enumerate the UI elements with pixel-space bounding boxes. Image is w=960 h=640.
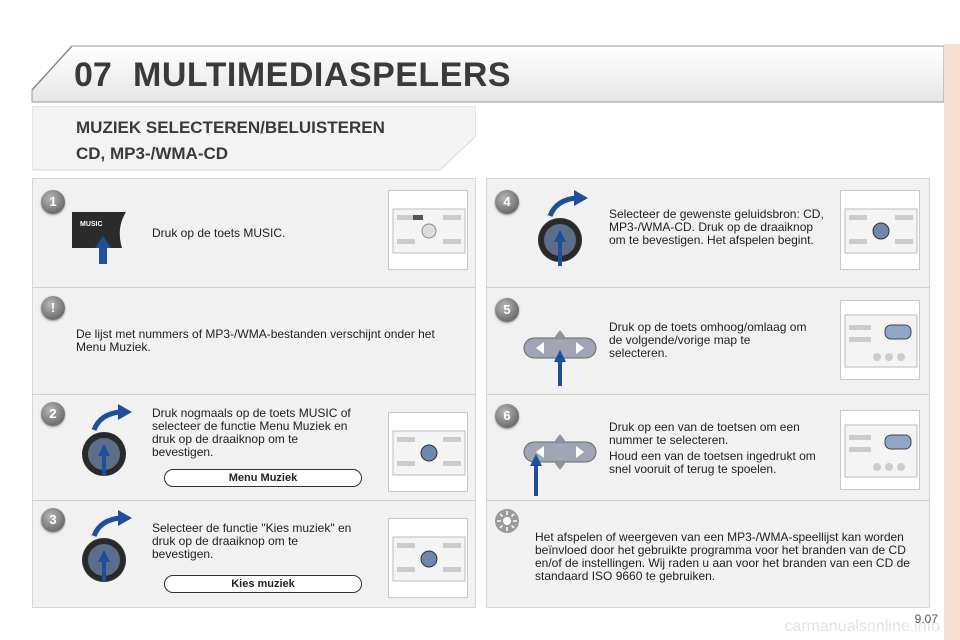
arrow-keypad-illustration [523,330,597,386]
rotary-knob-illustration [82,404,132,476]
radio-panel-illustration [388,412,468,492]
section-title-frame [32,106,476,171]
chapter-title: MULTIMEDIASPELERS [133,56,512,94]
divider [486,500,930,501]
divider [32,394,476,395]
tip-text: Het afspelen of weergeven van een MP3-/W… [535,530,910,583]
side-strip [944,44,960,640]
chapter-header: 07 MULTIMEDIASPELERS [0,44,960,106]
tip-light-icon [495,509,519,533]
step-6-text: Druk op een van de toetsen om een nummer… [609,421,824,479]
step-6-text-1: Druk op een van de toetsen om een nummer… [609,420,800,447]
step-5-text: Druk op de toets omhoog/omlaag om de vol… [609,320,807,360]
divider [486,394,930,395]
step-badge-1: 1 [41,190,65,214]
step-6-text-2: Houd een van de toetsen ingedrukt om sne… [609,449,816,476]
section-title: MUZIEK SELECTEREN/BELUISTEREN [76,118,385,137]
chapter-number: 07 [74,56,112,94]
step-4-text: Selecteer de gewenste geluidsbron: CD, M… [609,207,824,247]
step-badge-4: 4 [495,190,519,214]
rotary-knob-illustration [82,510,132,582]
music-button-illustration: MUSIC [72,212,126,264]
divider [32,500,476,501]
section-subtitle: CD, MP3-/WMA-CD [76,144,229,163]
step-badge-2: 2 [41,402,65,426]
warning-icon: ! [41,296,65,320]
divider [486,287,930,288]
radio-panel-illustration [840,300,920,380]
rotary-knob-illustration [538,190,588,266]
divider [32,287,476,288]
watermark: carmanualsonline.info [784,618,940,635]
menu-muziek-label: Menu Muziek [164,469,362,487]
step-3-text: Selecteer de functie "Kies muziek" en dr… [152,521,352,561]
radio-panel-illustration [840,190,920,270]
note-text: De lijst met nummers of MP3-/WMA-bestand… [76,327,435,354]
radio-panel-illustration [388,518,468,598]
step-badge-6: 6 [495,404,519,428]
music-key-label: MUSIC [80,221,103,228]
radio-panel-illustration [388,190,468,270]
step-2-text: Druk nogmaals op de toets MUSIC of selec… [152,406,351,459]
step-badge-5: 5 [495,298,519,322]
radio-panel-illustration [840,410,920,490]
step-1-text: Druk op de toets MUSIC. [152,226,286,240]
kies-muziek-label: Kies muziek [164,575,362,593]
page-number: 9.07 [914,612,938,626]
step-badge-3: 3 [41,508,65,532]
arrow-keypad-illustration [523,434,597,496]
